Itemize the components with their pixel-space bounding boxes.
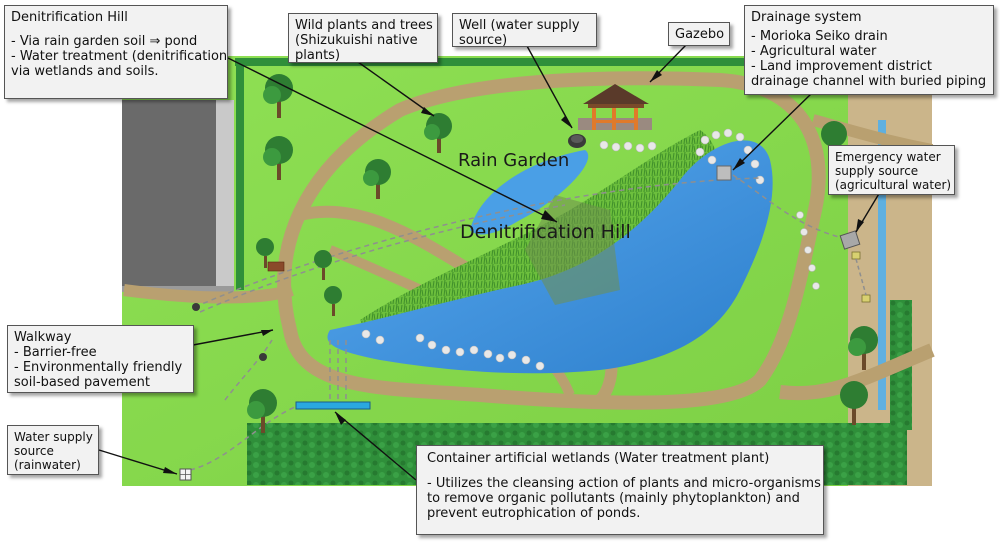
tree — [324, 286, 342, 316]
manhole — [259, 353, 267, 361]
tree — [424, 113, 452, 153]
callout-line: - Agricultural water — [751, 44, 877, 59]
callout-line: Drainage system — [751, 10, 862, 25]
callout-line: Well (water supply — [459, 18, 580, 33]
callout-line: Emergency water — [835, 150, 941, 164]
callout-line: via wetlands and soils. — [11, 64, 159, 79]
tree — [256, 238, 274, 268]
callout-line: - Barrier-free — [14, 345, 97, 360]
callout-wild-plants: Wild plants and trees (Shizukuishi nativ… — [288, 13, 438, 63]
building-roof — [122, 100, 216, 286]
emergency-valve-lower — [861, 294, 871, 303]
leader-arrowheads — [163, 70, 864, 474]
callout-title: Container artificial wetlands (Water tre… — [427, 451, 770, 466]
tree — [263, 136, 293, 180]
building-wall — [216, 100, 234, 286]
emergency-pipe — [855, 258, 867, 296]
callout-container-wetlands: Container artificial wetlands (Water tre… — [416, 445, 824, 535]
callout-line: (agricultural water) — [835, 178, 952, 192]
gazebo-structure — [578, 84, 652, 130]
callout-line: to remove organic pollutants (mainly phy… — [427, 491, 800, 506]
callout-line: Water supply — [14, 430, 93, 444]
buried-piping — [189, 174, 853, 471]
callout-line: prevent eutrophication of ponds. — [427, 506, 641, 521]
signboard — [267, 261, 285, 272]
callout-line: - Via rain garden soil ⇒ pond — [11, 34, 198, 49]
callout-line: Wild plants and trees — [295, 18, 433, 33]
callout-line: source — [14, 444, 54, 458]
manhole — [192, 303, 200, 311]
callout-emergency-supply: Emergency water supply source (agricultu… — [828, 145, 955, 195]
callout-line: source) — [459, 33, 508, 47]
callout-line: - Utilizes the cleansing action of plant… — [427, 476, 821, 491]
callout-line: drainage channel with buried piping — [751, 74, 987, 89]
callout-title: Denitrification Hill — [11, 10, 128, 25]
east-ditch — [878, 120, 886, 410]
tree — [840, 381, 868, 425]
callout-line: (Shizukuishi native — [295, 33, 418, 48]
walkway-loop — [277, 71, 826, 410]
building-yard — [122, 286, 234, 292]
tree — [247, 389, 277, 433]
west-hedge — [236, 60, 244, 290]
tree — [263, 74, 293, 118]
north-hedge — [235, 58, 847, 66]
callout-line: - Water treatment (denitrification) — [11, 49, 228, 64]
callout-line: - Environmentally friendly — [14, 360, 183, 375]
callout-gazebo: Gazebo — [668, 22, 730, 46]
callout-walkway: Walkway - Barrier-free - Environmentally… — [7, 325, 194, 393]
callout-line: supply source — [835, 164, 919, 178]
container-wetland-bar — [295, 401, 371, 410]
tree — [848, 326, 878, 370]
well-structure — [568, 134, 586, 148]
pond — [327, 140, 773, 374]
trees — [247, 74, 878, 433]
denitrification-hill-mound — [525, 195, 620, 305]
callout-line: Walkway — [14, 330, 72, 345]
drainage-box — [716, 165, 732, 181]
emergency-valve-upper — [851, 251, 861, 260]
walkway-west-branch — [123, 284, 294, 304]
callout-line: - Land improvement district — [751, 59, 932, 74]
pond-stone-edging — [361, 128, 820, 371]
rain-garden-basin — [470, 150, 589, 235]
callout-denitrification-hill: Denitrification Hill - Via rain garden s… — [4, 5, 228, 99]
denitrification-hill-label: Denitrification Hill — [460, 221, 631, 243]
tree — [363, 159, 391, 199]
callout-well: Well (water supply source) — [452, 13, 597, 47]
rain-garden-label: Rain Garden — [458, 150, 570, 171]
callout-line: plants) — [295, 48, 341, 63]
callout-line: - Morioka Seiko drain — [751, 29, 888, 44]
callout-line: soil-based pavement — [14, 375, 150, 390]
callout-drainage-system: Drainage system - Morioka Seiko drain - … — [744, 5, 994, 95]
emergency-supply-box — [839, 230, 861, 250]
callout-line: (rainwater) — [14, 458, 81, 472]
tree — [314, 250, 332, 280]
leader-lines — [98, 44, 881, 481]
callout-line: Gazebo — [675, 27, 725, 42]
callout-water-supply: Water supply source (rainwater) — [7, 425, 99, 475]
rainwater-tank — [179, 468, 192, 481]
